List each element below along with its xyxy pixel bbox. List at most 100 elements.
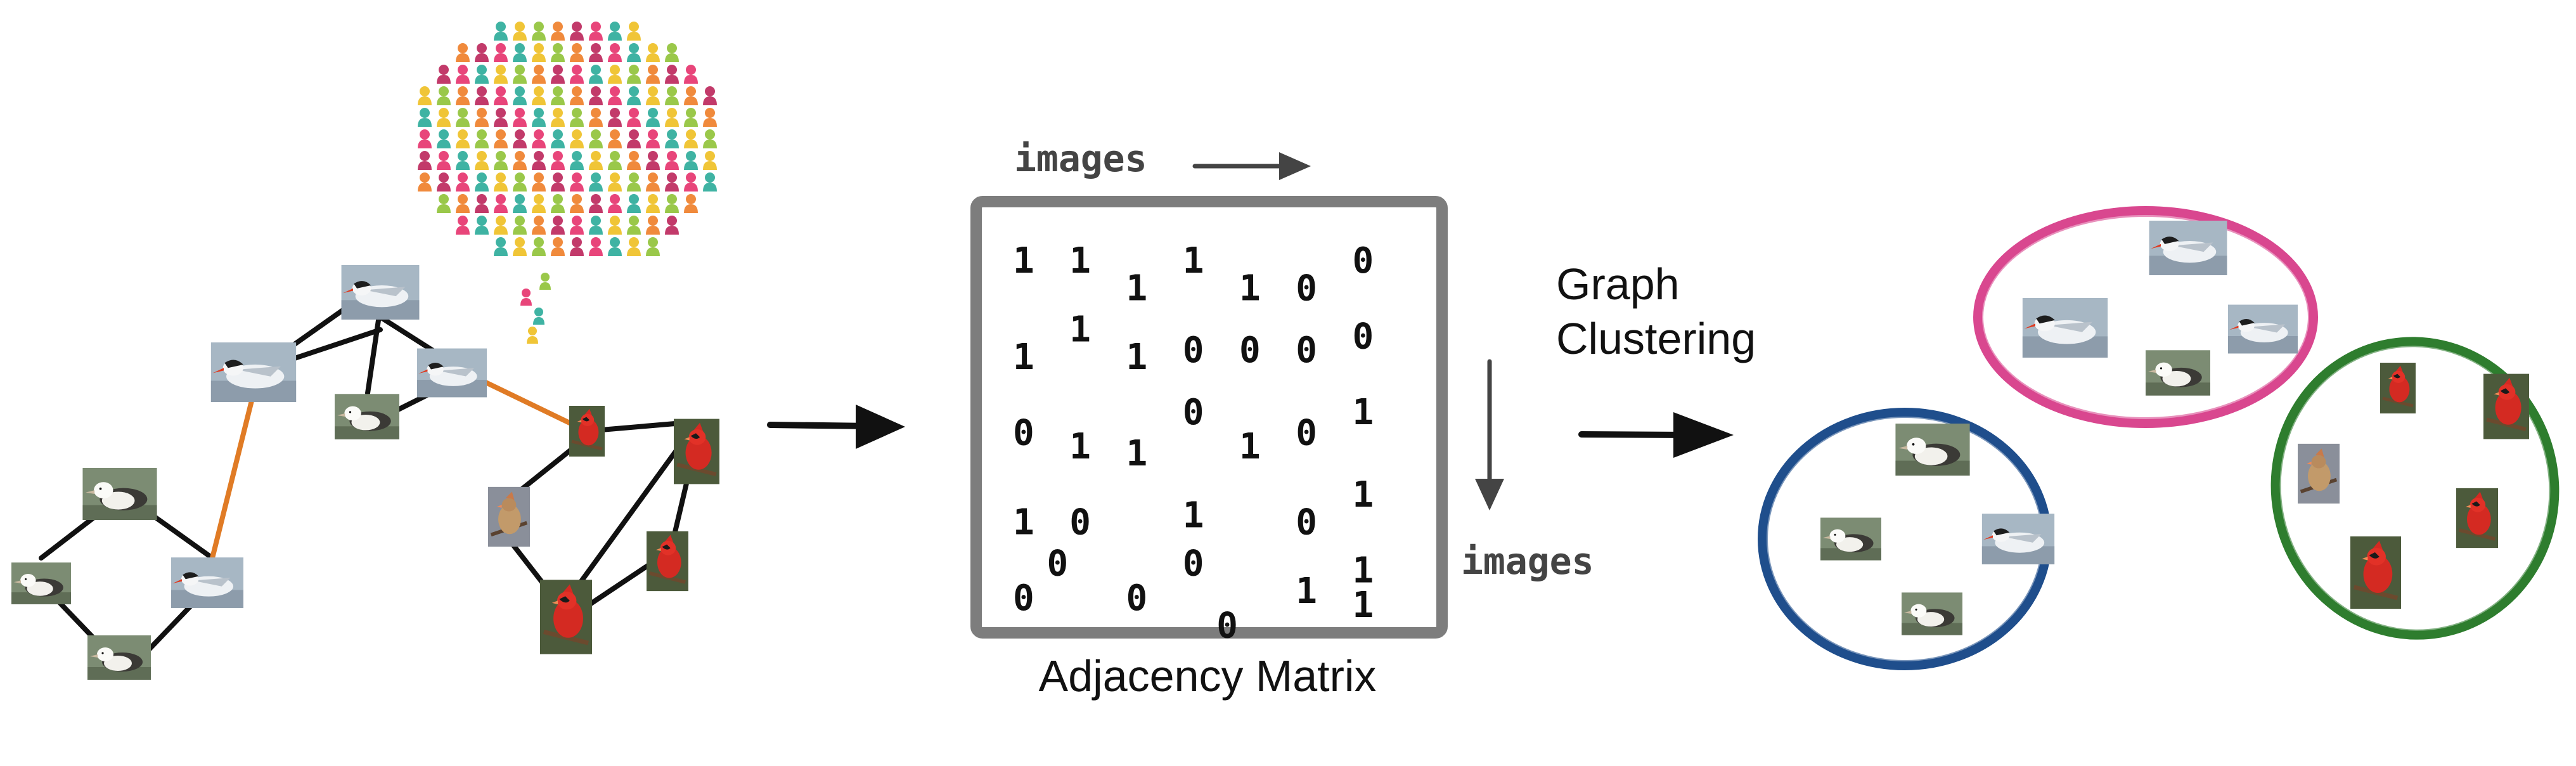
person-icon xyxy=(475,129,489,148)
tern-photo xyxy=(341,265,420,320)
person-icon xyxy=(532,237,546,256)
person-icon xyxy=(456,65,470,84)
person-icon xyxy=(532,129,546,148)
clusters xyxy=(1758,206,2560,670)
person-icon xyxy=(665,194,679,213)
person-icon xyxy=(646,108,660,127)
matrix-entry: 0 xyxy=(1353,240,1374,282)
person-icon xyxy=(684,194,698,213)
person-icon xyxy=(589,172,603,192)
person-icon xyxy=(570,216,584,235)
person-icon xyxy=(437,86,451,105)
person-icon xyxy=(627,43,641,62)
matrix-entry: 1 xyxy=(1239,268,1261,309)
cardinal-photo xyxy=(2483,374,2529,439)
person-icon xyxy=(646,216,660,235)
person-icon xyxy=(513,237,527,256)
person-icon xyxy=(646,65,660,84)
person-icon xyxy=(589,86,603,105)
person-icon xyxy=(437,151,451,170)
matrix-entry: 1 xyxy=(1126,337,1148,378)
person-icon xyxy=(665,108,679,127)
pink-cluster xyxy=(1973,206,2318,428)
matrix-entry: 0 xyxy=(1069,502,1091,543)
person-icon xyxy=(456,151,470,170)
matrix-entry: 0 xyxy=(1183,543,1204,585)
person-icon xyxy=(475,43,489,62)
person-icon xyxy=(494,22,508,41)
cardinal-photo xyxy=(569,406,605,457)
person-icon xyxy=(665,172,679,192)
person-icon xyxy=(627,194,641,213)
matrix-entry: 1 xyxy=(1013,337,1034,378)
person-icon xyxy=(684,129,698,148)
tern-photo xyxy=(2022,298,2108,358)
person-icon xyxy=(551,65,565,84)
person-icon xyxy=(570,43,584,62)
person-icon xyxy=(665,65,679,84)
tern-photo xyxy=(210,342,297,402)
matrix-entry: 1 xyxy=(1239,426,1261,467)
arrow-to-matrix xyxy=(767,405,905,449)
person-icon xyxy=(513,86,527,105)
orange-edge xyxy=(210,378,259,561)
person-icon xyxy=(627,237,641,256)
person-icon xyxy=(570,129,584,148)
person-icon xyxy=(608,172,622,192)
matrix-border xyxy=(970,196,1448,639)
person-icon xyxy=(513,216,527,235)
person-icon xyxy=(608,194,622,213)
green-cluster xyxy=(2270,337,2560,640)
person-icon xyxy=(589,151,603,170)
person-icon xyxy=(589,22,603,41)
matrix-entry: 0 xyxy=(1183,330,1204,371)
arrow-to-clusters xyxy=(1578,412,1734,458)
person-icon xyxy=(646,129,660,148)
person-icon xyxy=(494,237,508,256)
albatross-photo xyxy=(87,635,151,680)
person-icon xyxy=(589,216,603,235)
person-icon xyxy=(646,194,660,213)
person-icon xyxy=(494,65,508,84)
matrix-entry: 0 xyxy=(1296,330,1317,371)
person-icon xyxy=(494,86,508,105)
person-icon xyxy=(494,151,508,170)
person-icon xyxy=(418,172,432,192)
person-icon xyxy=(520,289,532,306)
person-icon xyxy=(475,216,489,235)
person-icon xyxy=(532,108,546,127)
person-icon xyxy=(589,108,603,127)
person-icon xyxy=(665,86,679,105)
person-icon xyxy=(513,172,527,192)
matrix-entry: 1 xyxy=(1069,426,1091,467)
person-icon xyxy=(608,216,622,235)
person-icon xyxy=(703,129,717,148)
side-axis-label: images xyxy=(1461,540,1594,583)
person-icon xyxy=(703,151,717,170)
person-icon xyxy=(570,151,584,170)
person-icon xyxy=(532,194,546,213)
person-icon xyxy=(437,65,451,84)
cardinal-photo xyxy=(674,419,719,484)
matrix-entry: 1 xyxy=(1126,268,1148,309)
matrix-entry: 0 xyxy=(1296,502,1317,543)
person-icon xyxy=(532,43,546,62)
person-icon xyxy=(665,43,679,62)
person-icon xyxy=(418,151,432,170)
person-icon xyxy=(665,129,679,148)
albatross-photo xyxy=(2146,350,2210,396)
person-icon xyxy=(551,129,565,148)
person-icon xyxy=(589,237,603,256)
matrix-entry: 1 xyxy=(1296,571,1317,612)
speech-bubble-crowd-icon xyxy=(418,22,717,344)
albatross-photo xyxy=(11,562,71,604)
person-icon xyxy=(589,65,603,84)
cardinal-photo xyxy=(2350,536,2401,609)
person-icon xyxy=(475,172,489,192)
person-icon xyxy=(627,216,641,235)
person-icon xyxy=(627,129,641,148)
